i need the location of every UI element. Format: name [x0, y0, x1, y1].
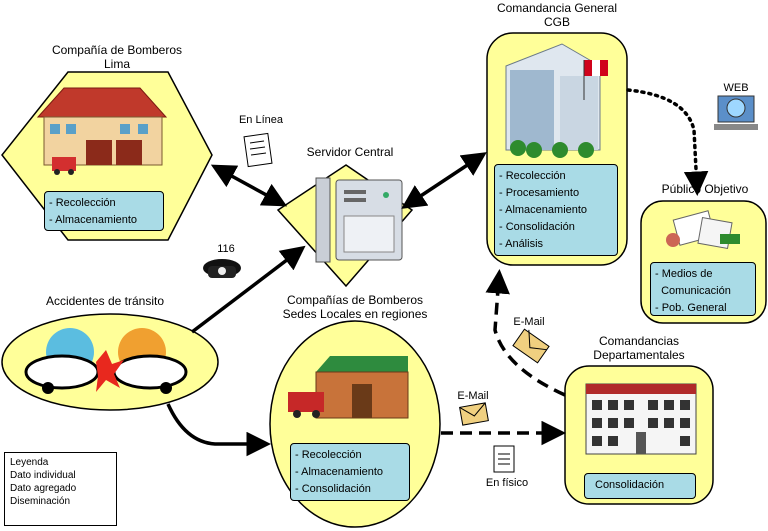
paper-document-icon: [493, 445, 515, 473]
edge-departamentales-cgb: [485, 269, 566, 397]
edge-lima-servidor: [210, 164, 288, 207]
email-envelope-icon: [512, 328, 550, 364]
function-item: - Consolidación: [499, 221, 575, 233]
function-item: - Pob. General: [655, 302, 727, 314]
cgb-title: Comandancia General CGB: [496, 1, 618, 29]
departamentales-functions: Consolidación: [584, 473, 696, 499]
email-label-cgb: E-Mail: [513, 316, 545, 328]
departamentales-title: Comandancias Departamentales: [593, 334, 685, 362]
cgb-functions: - Recolección - Procesamiento - Almacena…: [494, 164, 618, 256]
cgb-building-icon: [505, 43, 608, 158]
en-fisico-label: En físico: [485, 477, 529, 489]
car-crash-icon: [24, 328, 188, 394]
email-envelope-icon: [459, 402, 489, 426]
function-item: - Recolección: [49, 197, 116, 209]
edge-servidor-cgb: [401, 152, 487, 209]
fire-station-icon: [36, 87, 168, 175]
bomberos-lima-functions: - Recolección - Almacenamiento: [44, 191, 164, 231]
edge-accidentes-servidor: [190, 245, 306, 334]
online-document-icon: [243, 132, 273, 168]
legend: Leyenda Dato individual Dato agregado Di…: [4, 452, 117, 526]
en-linea-label: En Línea: [238, 114, 284, 126]
legend-row-diseminacion: Diseminación: [10, 496, 71, 507]
function-item: - Análisis: [499, 238, 544, 250]
function-item: - Recolección: [499, 170, 566, 182]
publico-functions: - Medios de Comunicación - Pob. General: [650, 262, 756, 316]
legend-row-individual: Dato individual: [10, 470, 76, 481]
function-item: Consolidación: [595, 479, 665, 491]
edge-accidentes-sedes: [166, 403, 271, 457]
telephone-icon: [203, 259, 241, 278]
phone-number-label: 116: [217, 243, 235, 255]
web-label: WEB: [723, 82, 749, 94]
legend-title: Leyenda: [10, 457, 49, 468]
legend-row-agregado: Dato agregado: [10, 483, 77, 494]
sedes-functions: - Recolección - Almacenamiento - Consoli…: [290, 443, 410, 501]
function-item: - Consolidación: [295, 483, 371, 495]
web-globe-icon: [714, 95, 758, 130]
function-item: - Almacenamiento: [499, 204, 588, 216]
function-item: - Recolección: [295, 449, 362, 461]
bomberos-lima-title: Compañía de Bomberos Lima: [51, 43, 183, 71]
publico-title: Público Objetivo: [661, 182, 749, 196]
servidor-title: Servidor Central: [306, 145, 394, 159]
function-item: - Almacenamiento: [295, 466, 384, 478]
media-documents-icon: [666, 210, 740, 249]
departmental-building-icon: [585, 383, 697, 455]
regional-station-icon: [288, 356, 409, 419]
function-item: - Almacenamiento: [49, 214, 138, 226]
function-item: - Medios de Comunicación: [655, 268, 731, 297]
function-item: - Procesamiento: [499, 187, 580, 199]
email-label-departamentales: E-Mail: [457, 390, 489, 402]
server-icon: [315, 177, 403, 263]
edge-cgb-publico: [626, 88, 709, 196]
accidentes-title: Accidentes de tránsito: [45, 294, 165, 308]
sedes-title: Compañías de Bomberos Sedes Locales en r…: [282, 293, 428, 321]
